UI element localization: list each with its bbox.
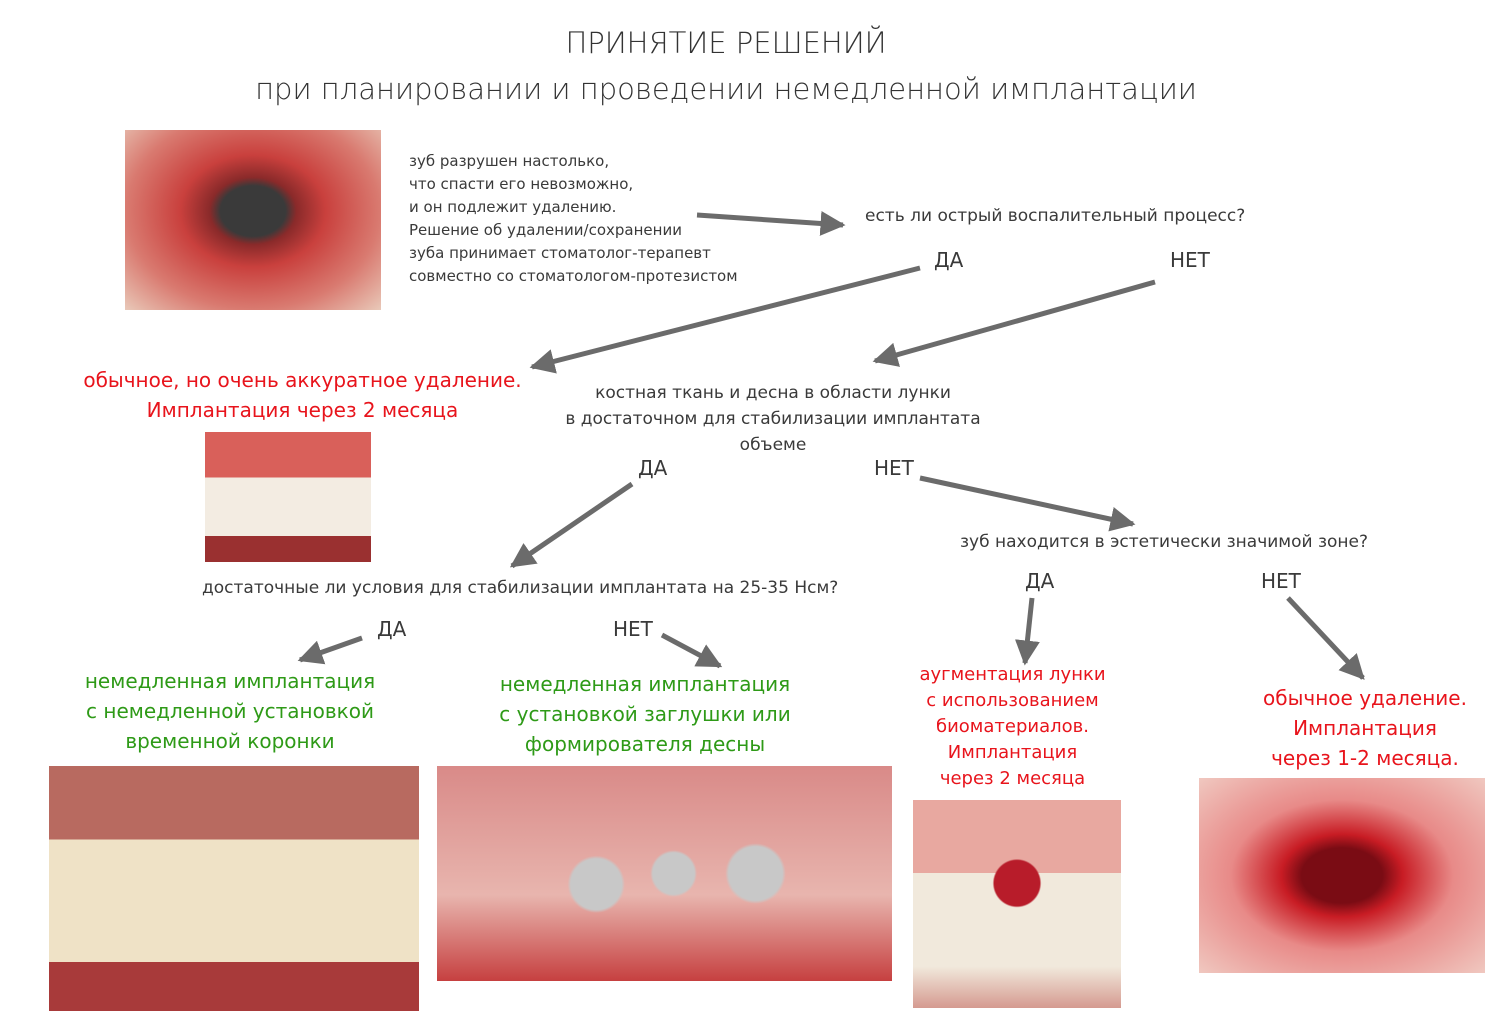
- question-bone-volume: костная ткань и десна в области лунки в …: [565, 383, 981, 455]
- q1-yes-label: ДА: [934, 248, 964, 272]
- diagram-subtitle: при планировании и проведении немедленно…: [255, 72, 1197, 106]
- photo-extraction-socket: [205, 432, 371, 562]
- q1-no-label: НЕТ: [1170, 248, 1210, 272]
- arrow-q1-yes: [529, 265, 921, 374]
- arrow-q3-yes: [297, 635, 363, 665]
- arrow-q4-no: [1286, 596, 1365, 680]
- photo-regular-extraction: [1199, 778, 1485, 973]
- q2-yes-label: ДА: [638, 456, 668, 480]
- question-inflammation: есть ли острый воспалительный процесс?: [865, 206, 1246, 226]
- arrow-q1-no: [872, 279, 1156, 367]
- diagram-title: ПРИНЯТИЕ РЕШЕНИЙ: [565, 26, 887, 60]
- arrow-q2-no: [919, 475, 1136, 532]
- q2-no-label: НЕТ: [874, 456, 914, 480]
- photo-augmentation: [913, 800, 1121, 1008]
- photo-destroyed-tooth: [125, 130, 381, 310]
- arrow-q2-yes: [509, 481, 634, 569]
- photo-temporary-crown: [49, 766, 419, 1011]
- question-stabilization: достаточные ли условия для стабилизации …: [202, 578, 839, 598]
- arrow-q3-no: [660, 632, 723, 669]
- q3-yes-label: ДА: [377, 617, 407, 641]
- result-immediate-crown: немедленная имплантация с немедленной ус…: [84, 669, 376, 753]
- question-esthetic-zone: зуб находится в эстетически значимой зон…: [960, 532, 1369, 552]
- photo-healing-caps: [437, 766, 892, 981]
- result-careful-extraction: обычное, но очень аккуратное удаление. И…: [83, 368, 522, 422]
- q4-yes-label: ДА: [1025, 569, 1055, 593]
- q4-no-label: НЕТ: [1261, 569, 1301, 593]
- result-regular-extraction: обычное удаление. Имплантация через 1-2 …: [1263, 686, 1467, 770]
- arrow-q4-yes: [1014, 597, 1040, 666]
- arrow-intro-to-q1: [696, 210, 846, 236]
- intro-text: зуб разрушен настолько, что спасти его н…: [409, 152, 738, 285]
- result-socket-augmentation: аугментация лунки с использованием биома…: [919, 664, 1106, 789]
- result-healing-cap: немедленная имплантация с установкой заг…: [499, 672, 791, 756]
- q3-no-label: НЕТ: [613, 617, 653, 641]
